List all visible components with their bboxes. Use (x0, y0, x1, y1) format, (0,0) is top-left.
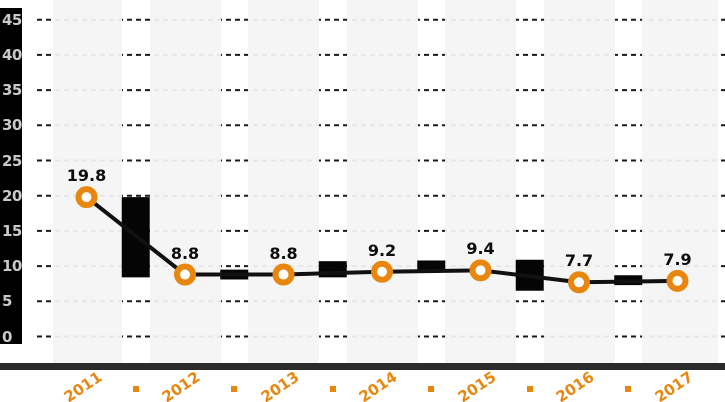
data-point-marker-2015[interactable] (469, 259, 492, 282)
x-axis-separator-dot (526, 386, 533, 392)
column-band (543, 0, 615, 363)
x-axis-label-2017: 2017 (651, 367, 696, 402)
point-value-label: 9.2 (367, 240, 397, 260)
series-line (84, 195, 680, 285)
y-tick-label-30: 30 (2, 116, 22, 135)
x-axis-bar (0, 363, 725, 370)
y-tick-label-20: 20 (2, 186, 22, 205)
column-band (149, 0, 221, 363)
x-axis-separator-dot (625, 386, 632, 392)
point-value-label: 9.4 (466, 239, 495, 259)
data-point-marker-2013[interactable] (272, 263, 295, 286)
x-axis-label-2012: 2012 (158, 367, 204, 402)
data-point-marker-2016[interactable] (568, 271, 590, 294)
x-axis-label-2015: 2015 (454, 367, 499, 402)
y-tick-label-35: 35 (2, 81, 22, 100)
redaction-box-5 (515, 259, 544, 291)
redaction-box-1 (121, 197, 150, 278)
y-tick-label-0: 0 (2, 327, 12, 346)
point-value-label: 8.8 (269, 243, 298, 263)
y-tick-label-40: 40 (2, 45, 22, 64)
column-band (53, 0, 122, 363)
x-axis-label-2014: 2014 (355, 367, 401, 402)
column-band (642, 0, 718, 363)
x-axis-separator-dot (231, 386, 238, 392)
point-value-label: 7.9 (663, 249, 692, 269)
y-axis-strip (0, 8, 22, 344)
y-tick-label-5: 5 (2, 292, 12, 311)
y-tick-label-15: 15 (2, 221, 22, 240)
data-point-marker-2017[interactable] (666, 269, 689, 292)
x-axis-label-2013: 2013 (257, 367, 302, 402)
column-band (248, 0, 319, 363)
x-axis-label-2016: 2016 (552, 367, 598, 402)
y-tick-label-45: 45 (2, 10, 22, 29)
x-axis-label-2011: 2011 (60, 367, 105, 402)
point-value-label: 7.7 (564, 251, 594, 271)
redaction-box-4 (417, 260, 446, 271)
column-band (346, 0, 418, 363)
redaction-box-6 (614, 275, 643, 286)
data-point-marker-2011[interactable] (75, 186, 98, 209)
x-axis-separator-dot (428, 386, 435, 392)
redaction-box-3 (318, 261, 347, 278)
data-point-marker-2014[interactable] (371, 260, 393, 283)
redaction-box-2 (220, 269, 249, 280)
point-value-label: 19.8 (66, 166, 107, 186)
point-value-label: 8.8 (170, 243, 200, 263)
y-tick-label-25: 25 (2, 151, 22, 170)
x-axis-separator-dot (329, 386, 336, 392)
y-tick-label-10: 10 (2, 257, 22, 276)
column-band (445, 0, 516, 363)
x-axis-separator-dot (132, 386, 139, 392)
data-point-marker-2012[interactable] (174, 263, 196, 286)
